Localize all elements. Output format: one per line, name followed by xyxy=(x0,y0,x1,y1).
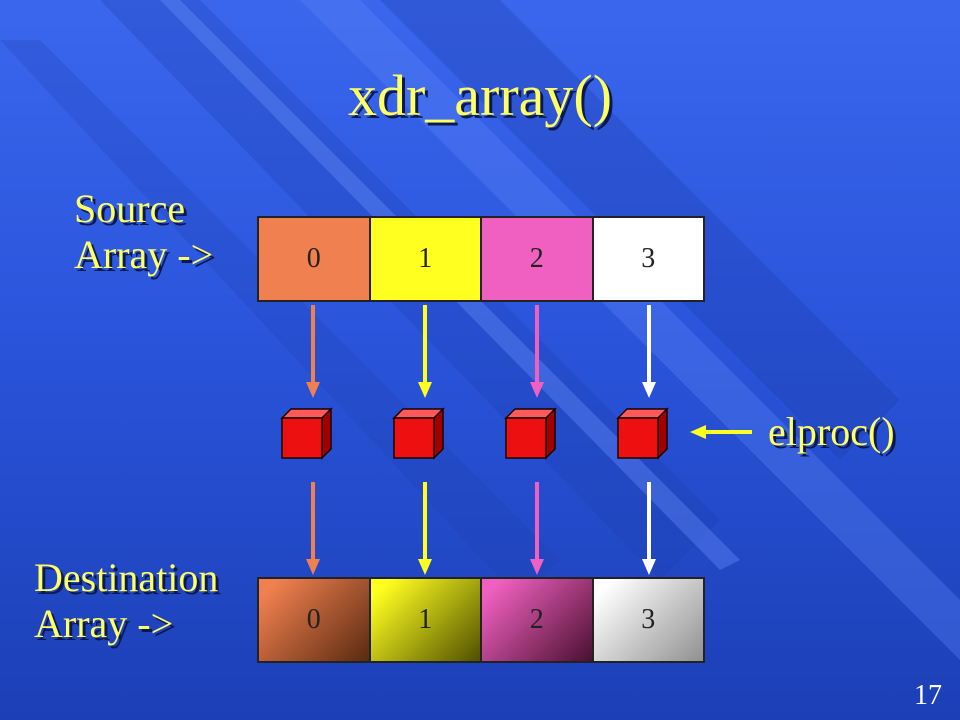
element-cube-0 xyxy=(280,407,333,460)
elproc-arrow xyxy=(690,425,752,439)
destination-array: 0 1 2 3 xyxy=(257,577,705,663)
destination-arrow-3 xyxy=(642,482,656,575)
source-array: 0 1 2 3 xyxy=(257,216,705,302)
element-cube-3 xyxy=(616,407,669,460)
slide-title: xdr_array() xyxy=(347,63,613,128)
destination-arrow-0 xyxy=(306,482,320,575)
destination-array-label: Destination Array -> xyxy=(34,555,219,646)
source-arrow-1 xyxy=(418,305,432,398)
source-cell-3: 3 xyxy=(593,218,703,300)
destination-arrow-2 xyxy=(530,482,544,575)
elproc-label: elproc() xyxy=(768,409,895,454)
source-arrow-0 xyxy=(306,305,320,398)
destination-arrow-1 xyxy=(418,482,432,575)
destination-cell-0: 0 xyxy=(259,579,371,661)
source-cell-0: 0 xyxy=(259,218,371,300)
element-cube-1 xyxy=(392,407,445,460)
destination-cell-3: 3 xyxy=(593,579,703,661)
source-cell-2: 2 xyxy=(482,218,594,300)
destination-cell-2: 2 xyxy=(482,579,594,661)
destination-cell-1: 1 xyxy=(370,579,482,661)
source-arrow-2 xyxy=(530,305,544,398)
source-cell-1: 1 xyxy=(370,218,482,300)
source-array-label: Source Array -> xyxy=(74,186,214,277)
page-number: 17 xyxy=(914,680,942,711)
element-cube-2 xyxy=(504,407,557,460)
source-arrow-3 xyxy=(642,305,656,398)
